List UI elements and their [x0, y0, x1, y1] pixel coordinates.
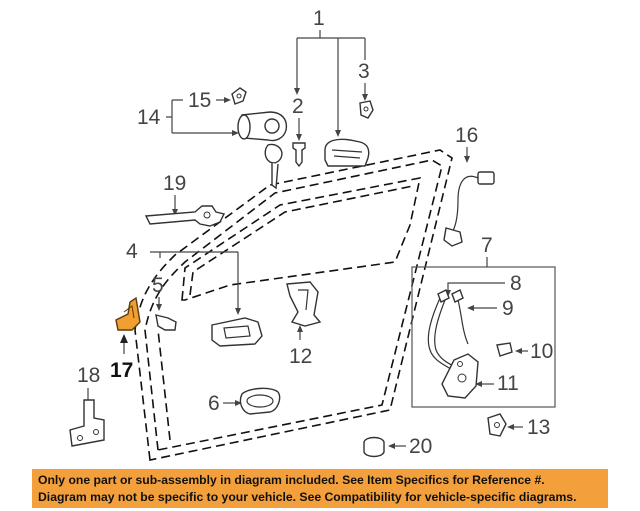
callout-4: 4: [126, 240, 138, 263]
callout-6: 6: [208, 392, 220, 415]
part-2-screw: [292, 142, 306, 168]
door-frame-outline: [134, 149, 453, 461]
part-16-lock-cable: [443, 171, 495, 247]
compatibility-notice-banner: Only one part or sub-assembly in diagram…: [32, 469, 608, 508]
callout-18: 18: [77, 364, 100, 387]
callout-5: 5: [152, 274, 164, 297]
callout-13: 13: [527, 416, 550, 439]
callout-12: 12: [289, 345, 312, 368]
notice-line-2: Diagram may not be specific to your vehi…: [38, 490, 577, 504]
callout-19: 19: [163, 172, 186, 195]
part-4-inside-handle: [211, 317, 263, 347]
callout-16: 16: [455, 124, 478, 147]
part-3-clip: [359, 100, 374, 119]
part-6-handle-bezel: [239, 387, 281, 415]
callout-20: 20: [409, 435, 432, 458]
part-20-bumper: [363, 436, 385, 458]
callout-14: 14: [137, 106, 161, 129]
part-14-lock-cylinder: [237, 111, 288, 190]
part-1-outside-handle: [324, 138, 370, 167]
callout-1: 1: [313, 7, 325, 30]
leader-lines: [87, 30, 556, 449]
part-17-highlighted: [115, 296, 141, 331]
callout-8: 8: [510, 272, 522, 295]
part-5-bolt: [155, 314, 177, 331]
part-19-door-check: [144, 205, 226, 227]
callout-7: 7: [481, 234, 493, 257]
part-12-bracket: [286, 281, 322, 327]
part-15-cylinder-retainer: [231, 87, 247, 105]
callout-9: 9: [502, 297, 514, 320]
callout-3: 3: [358, 60, 370, 83]
part-18-hinge: [69, 399, 105, 447]
callout-2: 2: [292, 95, 304, 118]
notice-line-1: Only one part or sub-assembly in diagram…: [38, 473, 545, 487]
part-7-lock-assembly: [427, 289, 513, 399]
callout-11: 11: [497, 372, 519, 395]
part-13-striker: [487, 413, 507, 437]
callout-10: 10: [530, 340, 553, 363]
callout-15: 15: [188, 89, 211, 112]
callout-17: 17: [110, 359, 133, 382]
